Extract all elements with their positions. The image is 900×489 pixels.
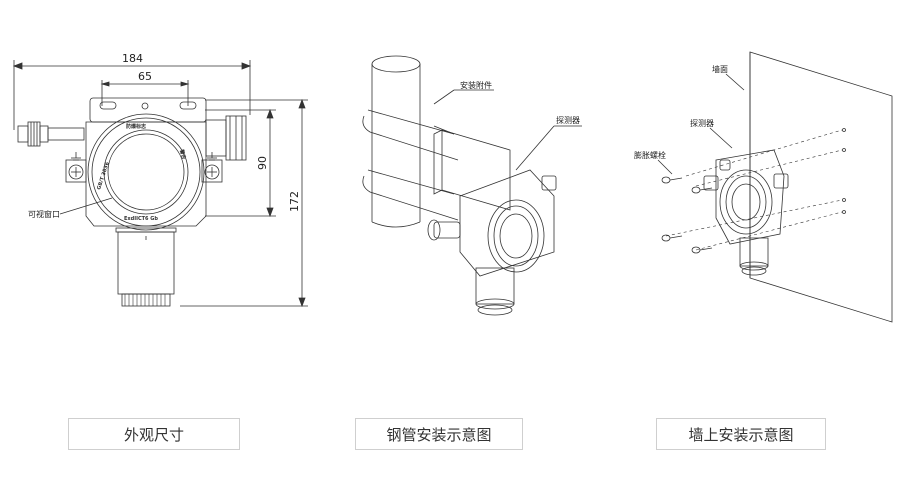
label-window: 可视窗口 xyxy=(28,209,60,219)
label-detector: 探测器 xyxy=(556,115,580,125)
ring-text-left: GB/T 3836 xyxy=(96,161,111,191)
label-detector: 探测器 xyxy=(690,118,714,128)
dimension-drawing: 防爆标志 GB/T 3836 警告 ExdIICT6 Gb 184 65 90 … xyxy=(12,52,308,308)
panel-dimensions: 防爆标志 GB/T 3836 警告 ExdIICT6 Gb 184 65 90 … xyxy=(0,0,320,400)
label-accessory: 安装附件 xyxy=(460,80,492,90)
ring-text-bottom: ExdIICT6 Gb xyxy=(124,216,158,222)
label-wall: 墙面 xyxy=(712,64,728,74)
caption-dimensions: 外观尺寸 xyxy=(68,418,240,450)
panel-wall-mount: 墙面 探测器 膨胀螺栓 xyxy=(620,0,900,400)
caption-pipe-mount: 钢管安装示意图 xyxy=(355,418,523,450)
caption-wall-mount: 墙上安装示意图 xyxy=(656,418,826,450)
ring-text-right: 警告 xyxy=(178,148,188,160)
wall-mount-drawing: 墙面 探测器 膨胀螺栓 xyxy=(634,51,893,323)
dim-height-body: 90 xyxy=(256,156,269,170)
pipe-mount-drawing: 安装附件 探测器 xyxy=(362,55,582,316)
panel-pipe-mount: 安装附件 探测器 xyxy=(330,0,590,400)
dim-height-total: 172 xyxy=(288,191,301,212)
dim-width-total: 184 xyxy=(122,52,143,65)
dim-hole-spacing: 65 xyxy=(138,70,152,83)
label-bolt: 膨胀螺栓 xyxy=(634,150,666,160)
ring-text-top: 防爆标志 xyxy=(126,123,146,130)
